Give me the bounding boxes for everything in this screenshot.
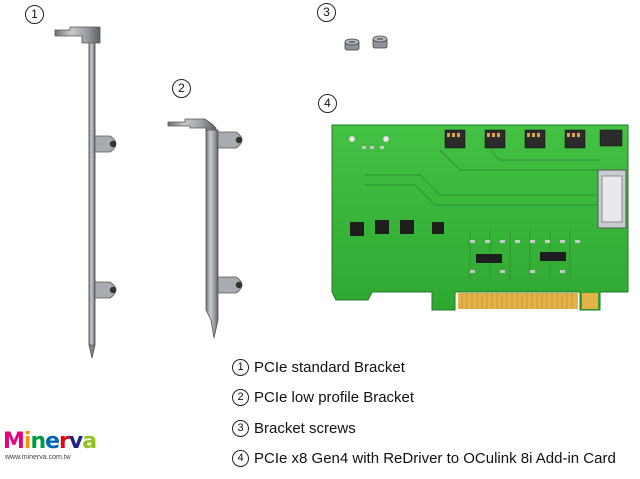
- bracket-screws: [344, 35, 388, 51]
- legend-item-2: 2 PCIe low profile Bracket: [232, 388, 616, 408]
- legend-text-2: PCIe low profile Bracket: [254, 389, 415, 406]
- logo-wordmark: Minerva: [3, 429, 97, 454]
- legend-item-3: 3 Bracket screws: [232, 418, 616, 438]
- legend-text-4: PCIe x8 Gen4 with ReDriver to OCulink 8i…: [254, 450, 616, 467]
- item-marker-2: 2: [172, 79, 191, 98]
- legend-number-2: 2: [232, 389, 249, 406]
- legend-number-3: 3: [232, 419, 249, 437]
- legend-text-1: PCIe standard Bracket: [254, 358, 405, 376]
- legend-number-1: 1: [232, 358, 249, 376]
- legend-text-3: Bracket screws: [254, 419, 356, 437]
- item-marker-4: 4: [318, 94, 337, 113]
- oculink-add-in-card: [331, 124, 629, 311]
- minerva-logo: Minerva www.minerva.com.tw: [3, 429, 97, 462]
- item-marker-3: 3: [317, 3, 336, 22]
- logo-url: www.minerva.com.tw: [5, 454, 71, 461]
- standard-bracket: [54, 26, 117, 359]
- legend-number-4: 4: [232, 450, 249, 467]
- item-marker-1: 1: [25, 5, 44, 24]
- parts-legend: 1 PCIe standard Bracket 2 PCIe low profi…: [232, 357, 616, 479]
- low-profile-bracket: [167, 118, 243, 339]
- legend-item-4: 4 PCIe x8 Gen4 with ReDriver to OCulink …: [232, 449, 616, 469]
- legend-item-1: 1 PCIe standard Bracket: [232, 357, 616, 377]
